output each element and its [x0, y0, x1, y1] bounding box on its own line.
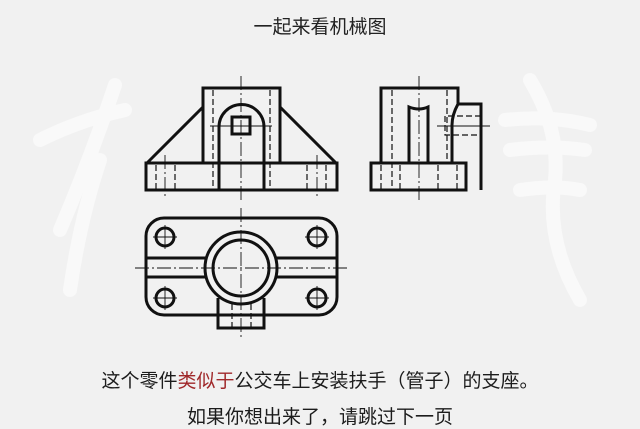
caption-text-before: 这个零件: [101, 370, 178, 392]
caption-description: 这个零件类似于公交车上安装扶手（管子）的支座。: [0, 366, 640, 393]
front-view: [144, 76, 339, 200]
caption-hint: 如果你想出来了，请跳过下一页: [186, 406, 453, 428]
caption-highlight: 类似于: [177, 370, 235, 392]
caption-text-after: 公交车上安装扶手（管子）的支座。: [234, 370, 539, 392]
mechanical-drawing: .ol { fill: none; stroke: #111; stroke-w…: [135, 76, 490, 337]
top-view: [135, 208, 348, 337]
side-view: [369, 76, 490, 200]
page-title: 一起来看机械图: [253, 16, 387, 38]
